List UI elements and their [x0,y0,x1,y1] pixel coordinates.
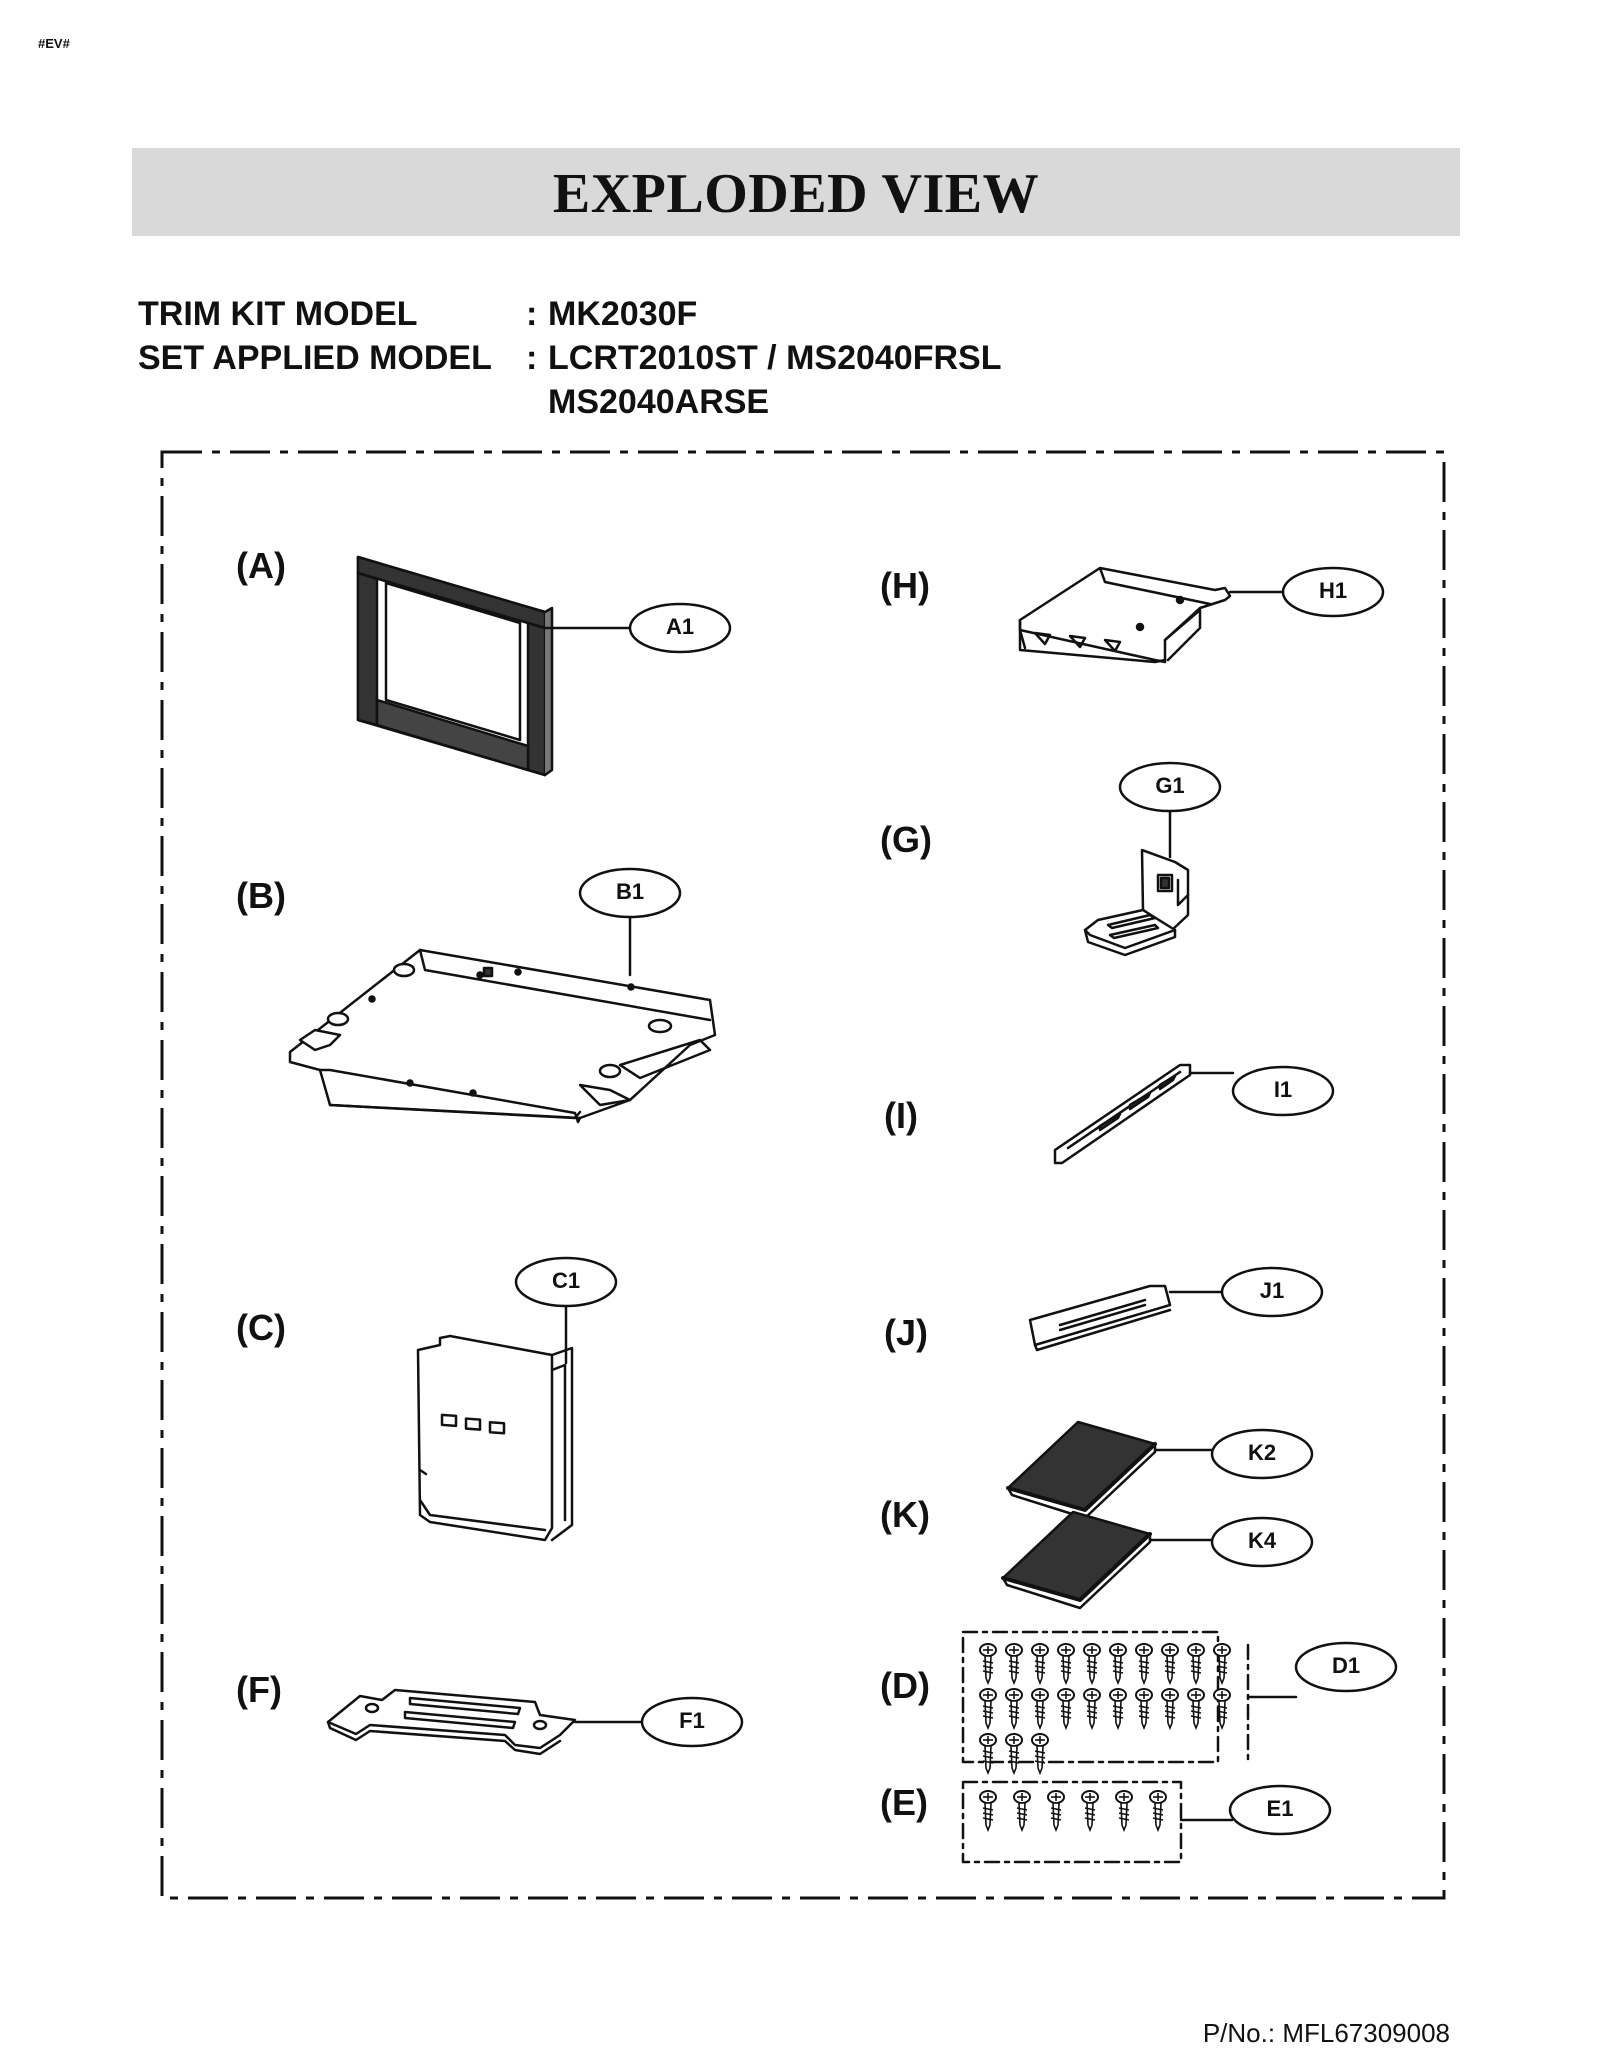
callout-k2-bubble [1210,1428,1314,1480]
callout-a1-bubble [628,602,732,654]
callout-h1-bubble [1281,566,1385,618]
section-label-i: (I) [884,1095,918,1136]
screws-d [979,1643,1231,1774]
set-applied-value-1: LCRT2010ST / MS2040FRSL [548,339,1002,377]
section-label-f: (F) [236,1669,282,1710]
top-bracket-part [1018,566,1285,664]
trim-frame-part [356,555,632,777]
l-bracket-part [1083,808,1190,957]
base-plate-part [288,915,717,1124]
colon: : [526,295,538,333]
section-label-b: (B) [236,875,286,916]
callout-i1-bubble [1231,1065,1335,1117]
diagram-frame [160,450,1446,1900]
section-label-c: (C) [236,1307,286,1348]
section-label-a: (A) [236,545,286,586]
callout-c1: C1 [552,1268,580,1293]
section-label-e: (E) [880,1782,928,1823]
callout-f1-bubble [640,1696,744,1748]
trim-kit-value: MK2030F [548,295,698,333]
callout-c1-bubble [514,1256,618,1308]
section-label-j: (J) [884,1312,928,1353]
callout-e1-bubble [1228,1784,1332,1836]
title-banner: EXPLODED VIEW [132,148,1460,236]
trim-kit-label: TRIM KIT MODEL [138,295,418,333]
callout-f1: F1 [679,1708,705,1733]
callout-g1: G1 [1155,773,1184,798]
section-label-k: (K) [880,1494,930,1535]
callout-d1-bubble [1294,1641,1398,1693]
callout-h1: H1 [1319,578,1347,603]
colon: : [526,339,538,377]
screws-e [979,1790,1167,1831]
callout-g1-bubble [1118,761,1222,813]
callout-i1: I1 [1274,1077,1292,1102]
callout-j1-bubble [1220,1266,1324,1318]
callout-d1: D1 [1332,1653,1360,1678]
rail-part [1053,1063,1235,1165]
rail-j-part [1028,1284,1224,1352]
callout-k4-bubble [1210,1516,1314,1568]
part-number: P/No.: MFL67309008 [1202,2018,1450,2048]
pad-k4-part [1001,1510,1214,1610]
callout-k2: K2 [1248,1440,1276,1465]
callout-b1-bubble [578,867,682,919]
strap-part [326,1688,644,1756]
document-tag: #EV# [38,36,70,51]
section-label-g: (G) [880,819,932,860]
callout-b1: B1 [616,879,644,904]
side-bracket-part [416,1303,574,1542]
page-title: EXPLODED VIEW [552,163,1040,225]
callout-e1: E1 [1267,1796,1294,1821]
callout-j1: J1 [1260,1278,1284,1303]
section-label-h: (H) [880,565,930,606]
pad-k2-part [1006,1420,1224,1520]
section-label-d: (D) [880,1665,930,1706]
set-applied-value-2: MS2040ARSE [548,383,770,421]
callout-k4: K4 [1248,1528,1277,1553]
screw-bag-e [961,1780,1234,1864]
set-applied-label: SET APPLIED MODEL [138,339,492,377]
callout-a1: A1 [666,614,694,639]
